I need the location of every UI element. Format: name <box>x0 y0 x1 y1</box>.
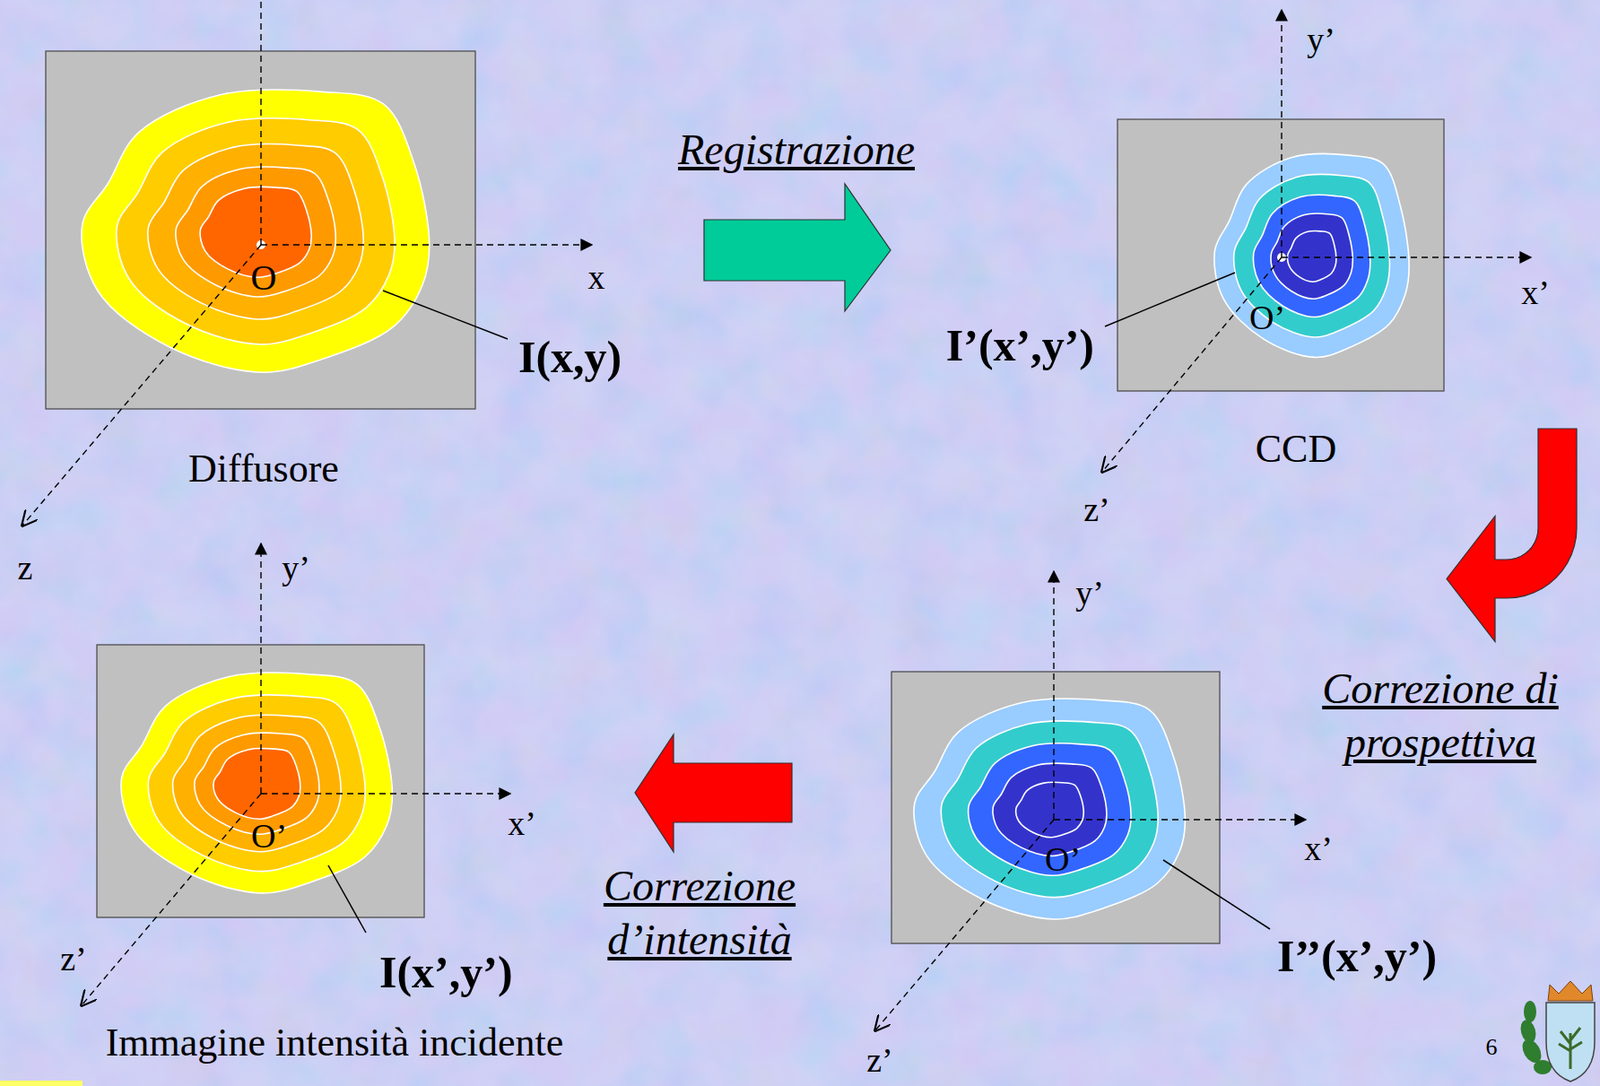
axis-label: x’ <box>1304 830 1333 869</box>
axis-line <box>81 793 261 1006</box>
image-panel: ODiffusore <box>45 51 476 409</box>
block-arrow <box>1446 428 1577 643</box>
panel <box>1117 119 1444 392</box>
contour-level <box>1234 173 1391 338</box>
axis-line <box>1053 818 1306 820</box>
step-label: Correzione di prospettiva <box>1287 661 1593 770</box>
axis-line <box>260 243 592 245</box>
contour-level <box>116 118 395 345</box>
axis-line <box>260 543 261 794</box>
step-label: Registrazione <box>608 122 985 177</box>
axis-line <box>260 0 261 245</box>
crest <box>1518 981 1595 1082</box>
origin-label: O’ <box>251 817 287 856</box>
leader-line <box>1104 272 1235 327</box>
contour-level <box>213 748 301 820</box>
axis-label: x’ <box>1521 274 1550 313</box>
contour-level <box>913 698 1185 920</box>
origin-label: O’ <box>1249 299 1286 338</box>
block-arrow <box>634 734 792 853</box>
axis-line <box>1102 257 1282 472</box>
axis-label: x <box>588 259 606 297</box>
origin-label: O’ <box>1044 841 1081 879</box>
axis-line <box>1052 571 1054 820</box>
panel-frame <box>891 671 1220 944</box>
panel-frame <box>1117 119 1444 392</box>
axis-label: y’ <box>1075 574 1105 613</box>
intensity-label: I(x,y) <box>518 332 622 383</box>
axis-label: z’ <box>866 1042 894 1080</box>
contour-level <box>147 695 366 872</box>
axis-label: z <box>17 549 34 588</box>
leader-line <box>1163 860 1270 930</box>
axis-label: z’ <box>1083 491 1111 530</box>
image-panel: O’Immagine intensità incidente <box>96 644 425 918</box>
axis-label: x’ <box>507 805 537 844</box>
contour-level <box>175 166 336 297</box>
origin-label: O <box>251 258 278 298</box>
panel-caption: Diffusore <box>188 447 340 491</box>
contour-level <box>121 672 392 894</box>
step-label: Correzione d’intensità <box>556 859 844 967</box>
contour-level <box>81 89 430 373</box>
axis-line <box>1281 256 1531 258</box>
contour-level <box>1287 230 1337 282</box>
axis-label: y’ <box>1306 21 1336 60</box>
contour-level <box>1252 194 1370 317</box>
panel <box>891 671 1220 944</box>
panel-caption: Immagine intensità incidente <box>105 1021 565 1065</box>
leader-line <box>382 290 508 340</box>
contour-level <box>147 143 364 320</box>
axis-line <box>875 819 1054 1031</box>
intensity-label: I’’(x’,y’) <box>1277 931 1437 982</box>
image-panel: O’ <box>891 671 1220 944</box>
block-arrow <box>704 183 891 312</box>
axis-line <box>1280 9 1282 258</box>
contour-level <box>1016 782 1085 838</box>
intensity-label: I(x’,y’) <box>379 947 514 998</box>
axis-line <box>260 792 511 794</box>
leader-line <box>328 865 366 933</box>
contour-level <box>940 721 1158 898</box>
axis-label: z’ <box>60 940 87 979</box>
contour-level <box>1270 213 1353 299</box>
corner-bar <box>0 1080 83 1086</box>
page-number: 6 <box>1486 1034 1498 1061</box>
contour-level <box>1214 153 1409 357</box>
intensity-label: I’(x’,y’) <box>946 321 1095 371</box>
panel-caption: CCD <box>1255 427 1337 471</box>
image-panel: O’CCD <box>1117 119 1444 392</box>
axis-label: y’ <box>281 549 311 588</box>
